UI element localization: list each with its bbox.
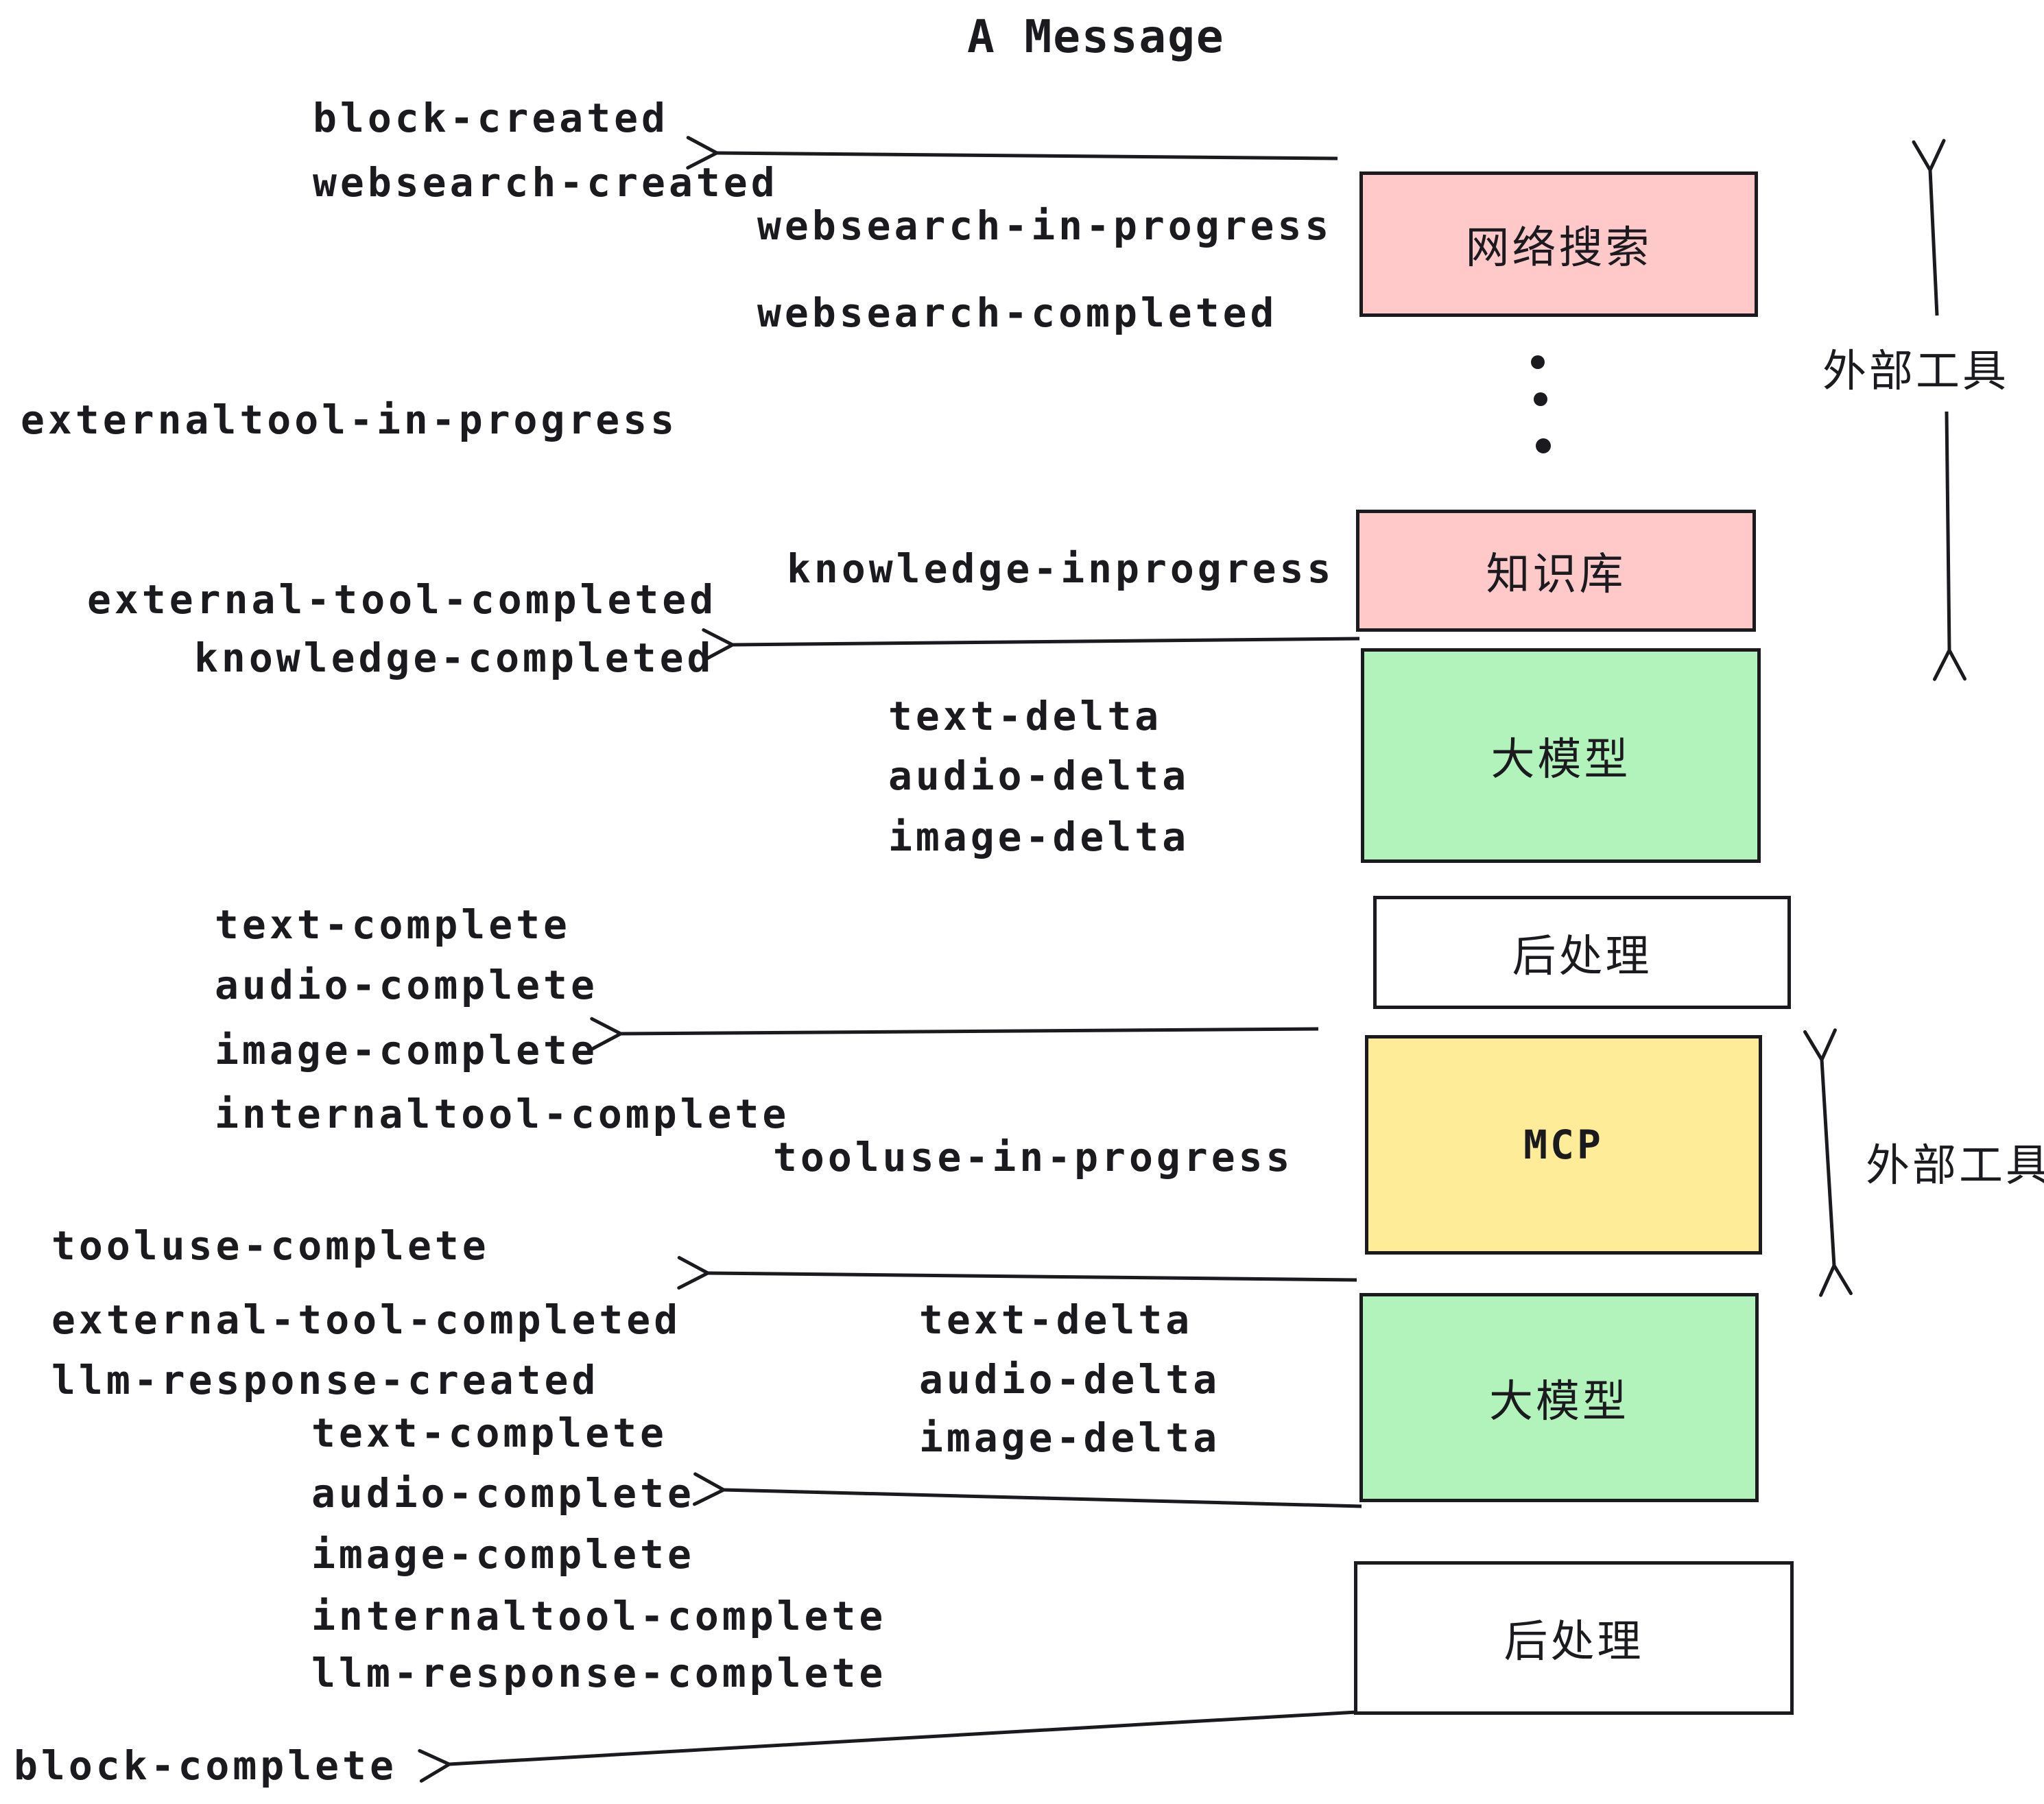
node-post-2-label: 后处理 (1504, 1617, 1644, 1667)
event-label-llm-response-created: llm-response-created (51, 1357, 599, 1403)
event-label-tooluse-in-progress: tooluse-in-progress (773, 1134, 1294, 1180)
external-tool-annotation-top: 外部工具 (1822, 346, 2009, 397)
arrow-to-audio-complete (692, 1472, 1362, 1508)
node-websearch-label: 网络搜索 (1465, 223, 1652, 274)
event-label-internaltool-complete-2: internaltool-complete (311, 1593, 887, 1639)
external-tool-down-arrow (1932, 411, 1966, 681)
external-tool-up-arrow (1912, 139, 1946, 316)
event-label-knowledge-completed: knowledge-completed (194, 634, 715, 681)
event-label-externaltool-in-progress: externaltool-in-progress (21, 396, 678, 443)
event-label-text-complete-1: text-complete (215, 901, 571, 948)
external-tool-annotation-mid: 外部工具 (1866, 1141, 2044, 1191)
arrow-to-block-created (686, 136, 1338, 170)
event-label-websearch-created: websearch-created (313, 159, 779, 206)
node-post-1: 后处理 (1373, 896, 1791, 1009)
event-label-block-complete: block-complete (14, 1742, 397, 1789)
node-llm-2-label: 大模型 (1489, 1376, 1629, 1427)
node-post-1-label: 后处理 (1512, 931, 1652, 982)
event-label-text-complete-2: text-complete (311, 1410, 667, 1456)
event-label-knowledge-inprogress: knowledge-inprogress (787, 545, 1335, 592)
arrow-to-tooluse-complete (677, 1256, 1357, 1290)
arrow-to-knowledge-completed (702, 628, 1360, 662)
event-label-audio-complete-1: audio-complete (215, 962, 598, 1008)
node-websearch: 网络搜索 (1359, 171, 1758, 317)
event-label-tooluse-complete: tooluse-complete (51, 1222, 490, 1269)
node-mcp-label: MCP (1523, 1121, 1604, 1168)
event-label-internaltool-complete-1: internaltool-complete (215, 1091, 790, 1137)
ellipsis-dots-icon (1531, 355, 1551, 453)
event-label-external-tool-completed-2: external-tool-completed (51, 1296, 682, 1343)
event-label-block-created: block-created (313, 95, 669, 141)
event-label-image-complete-2: image-complete (311, 1531, 695, 1578)
event-label-image-delta-2: image-delta (919, 1414, 1221, 1461)
node-mcp: MCP (1365, 1035, 1762, 1255)
event-label-audio-delta-1: audio-delta (888, 752, 1190, 799)
diagram-title: A Message (967, 10, 1225, 63)
node-llm-1: 大模型 (1361, 648, 1761, 863)
event-label-text-delta-2: text-delta (919, 1296, 1193, 1343)
external-tool-double-arrow (1803, 1028, 1853, 1297)
arrow-to-block-complete (418, 1710, 1357, 1783)
event-label-websearch-in-progress: websearch-in-progress (757, 202, 1333, 249)
node-post-2: 后处理 (1354, 1561, 1794, 1715)
node-knowledge-label: 知识库 (1486, 549, 1626, 600)
event-label-image-delta-1: image-delta (888, 814, 1190, 860)
event-label-text-delta-1: text-delta (888, 693, 1163, 739)
node-llm-2: 大模型 (1359, 1293, 1759, 1502)
event-label-audio-complete-2: audio-complete (311, 1470, 695, 1517)
event-label-image-complete-1: image-complete (215, 1027, 598, 1073)
node-llm-1-label: 大模型 (1490, 734, 1631, 785)
event-label-llm-response-complete: llm-response-complete (311, 1650, 887, 1696)
event-label-websearch-completed: websearch-completed (757, 289, 1278, 336)
node-knowledge: 知识库 (1356, 510, 1756, 632)
event-label-audio-delta-2: audio-delta (919, 1356, 1221, 1403)
arrow-to-image-complete (590, 1017, 1319, 1051)
event-label-external-tool-completed-1: external-tool-completed (87, 576, 717, 623)
